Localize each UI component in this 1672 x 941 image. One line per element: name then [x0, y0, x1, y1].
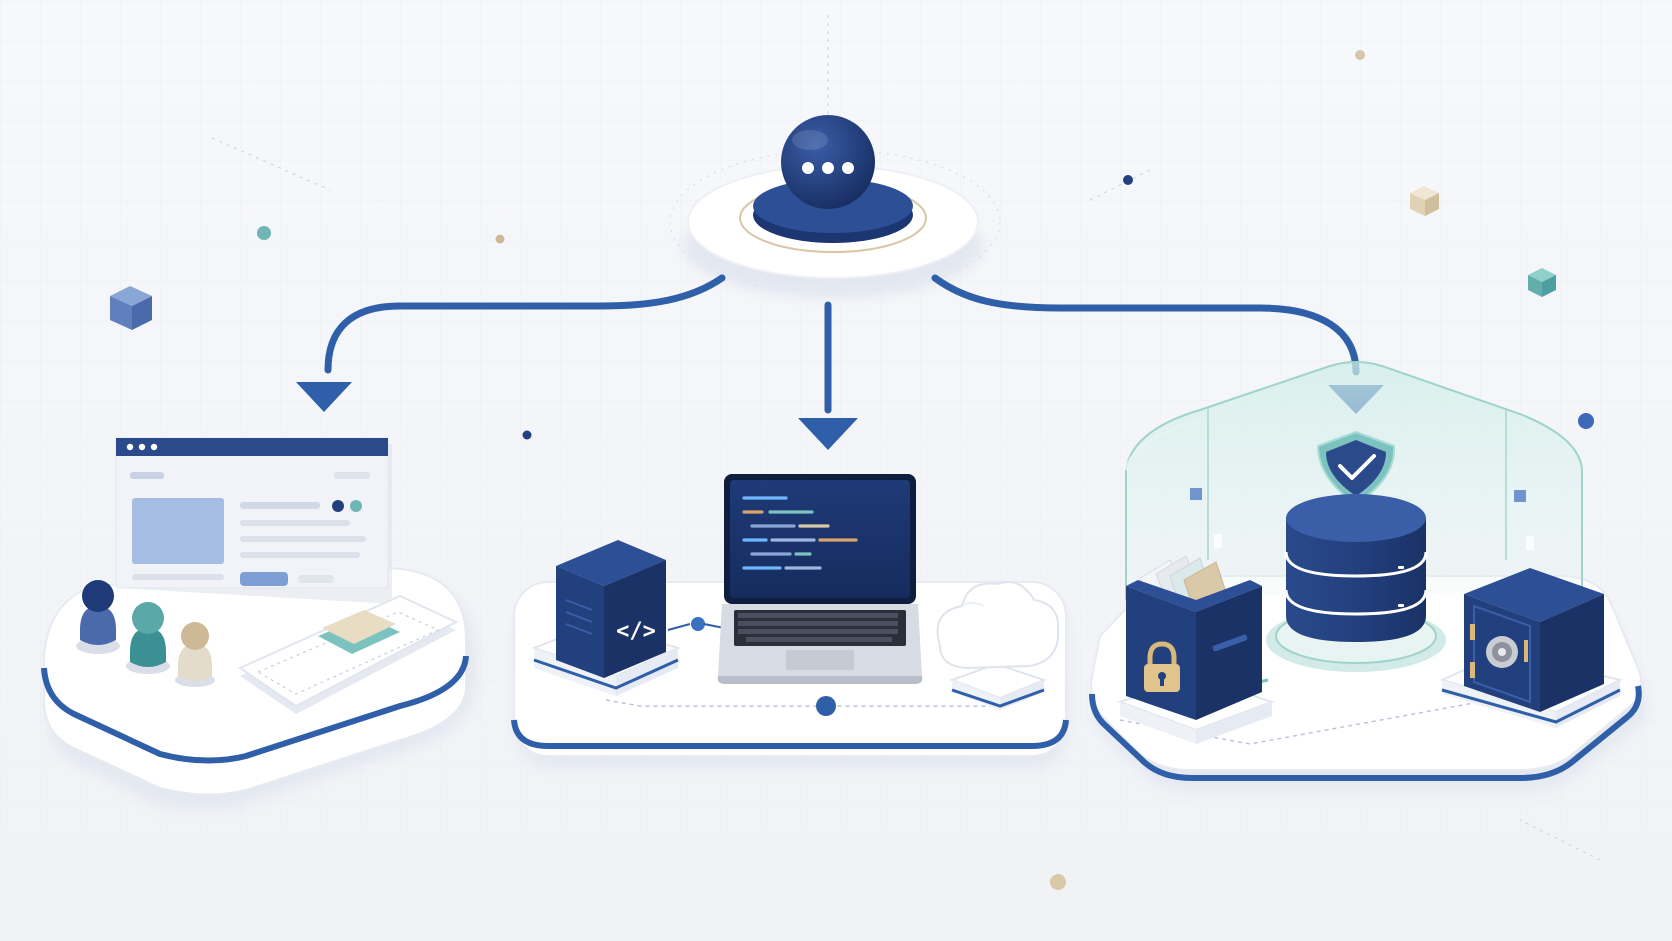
browser-button[interactable]: [240, 572, 288, 586]
hub-node[interactable]: [669, 115, 1001, 298]
flow-arrows: [324, 274, 1360, 414]
dev-node-dot: [816, 696, 836, 716]
floating-decor: [110, 50, 1594, 890]
cube-blue-icon: [110, 286, 152, 330]
code-cube-icon: </>: [531, 540, 681, 696]
shield-check-icon: [1316, 430, 1396, 506]
connector-dot: [691, 617, 705, 631]
cube-beige-icon: [1410, 186, 1439, 216]
dot-navy: [1123, 175, 1133, 185]
dev-platform[interactable]: </>: [511, 474, 1069, 768]
arrow-to-storage: [931, 274, 1360, 376]
padlock-icon: [1144, 641, 1180, 692]
dot-beige: [495, 234, 505, 244]
safe-icon: [1439, 568, 1623, 728]
arrowhead-user-app-icon: [296, 382, 352, 412]
arrow-to-user-app: [324, 274, 726, 374]
dot-teal: [257, 226, 271, 240]
card-icon: [237, 594, 459, 714]
code-lines: [742, 496, 858, 570]
safe-dial-icon: [1486, 636, 1518, 668]
guide-lines: [211, 15, 1601, 861]
dot-beige: [1355, 50, 1365, 60]
users-icon: [76, 580, 215, 687]
browser-hero-image: [132, 498, 224, 564]
laptop-icon: [717, 474, 923, 684]
dot-beige: [1050, 874, 1066, 890]
code-brackets-icon: </>: [616, 619, 656, 644]
dot-navy: [522, 430, 532, 440]
user-app-platform[interactable]: [41, 437, 476, 810]
cloud-icon: [936, 581, 1060, 710]
browser-window-icon: [115, 437, 392, 604]
database-icon: [1266, 494, 1446, 672]
browser-dots-icon: [126, 443, 158, 451]
arrowhead-dev-icon: [798, 418, 858, 450]
file-box-lock-icon: [1117, 555, 1275, 744]
dot-blue: [1578, 413, 1594, 429]
cube-teal-icon: [1528, 268, 1556, 297]
secure-storage-platform[interactable]: [1089, 361, 1648, 790]
laptop-trackpad: [786, 650, 854, 670]
ellipsis-icon: [802, 162, 854, 174]
